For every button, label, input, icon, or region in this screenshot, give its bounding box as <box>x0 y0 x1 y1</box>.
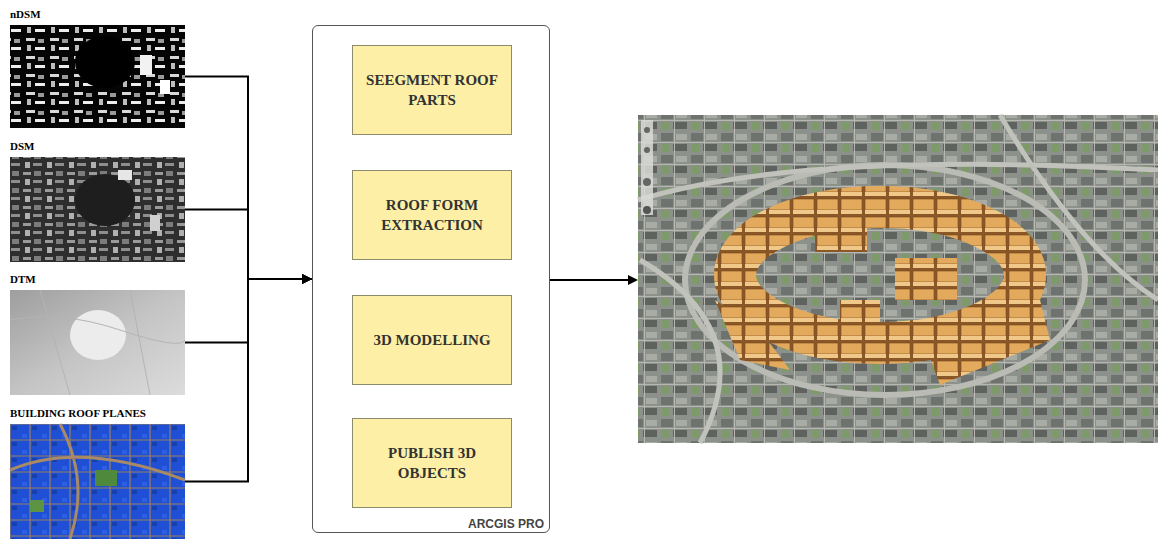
raster-heading: DTM <box>10 270 185 286</box>
raster-heading: nDSM <box>10 5 185 21</box>
step-label: SEEGMENT ROOF PARTS <box>363 70 501 110</box>
software-container: ARCGIS PRO SEEGMENT ROOF PARTS ROOF FORM E… <box>312 25 550 533</box>
roof-planes-raster <box>10 424 185 539</box>
step-label: 3D MODELLING <box>373 330 490 350</box>
ndsm-raster <box>10 25 185 128</box>
3d-city-model-view <box>638 115 1158 443</box>
container-label: ARCGIS PRO <box>468 517 544 531</box>
process-box: 3D MODELLING <box>352 295 512 385</box>
output-arrow <box>550 275 638 285</box>
process-box: ROOF FORM EXTRACTION <box>352 170 512 260</box>
raster-heading: BUILDING ROOF PLANES <box>10 404 185 420</box>
merge-connector <box>185 279 312 482</box>
step-label: PUBLISH 3D OBJECTS <box>363 443 501 483</box>
input-raster: DSM <box>10 137 185 262</box>
merge-connector <box>185 210 312 280</box>
process-box: SEEGMENT ROOF PARTS <box>352 45 512 135</box>
dsm-raster <box>10 157 185 262</box>
input-raster: nDSM <box>10 5 185 128</box>
step-label: ROOF FORM EXTRACTION <box>363 195 501 235</box>
input-raster: DTM <box>10 270 185 395</box>
process-box: PUBLISH 3D OBJECTS <box>352 418 512 508</box>
raster-heading: DSM <box>10 137 185 153</box>
merge-connector <box>185 77 312 280</box>
input-raster: BUILDING ROOF PLANES <box>10 404 185 539</box>
dtm-raster <box>10 290 185 395</box>
